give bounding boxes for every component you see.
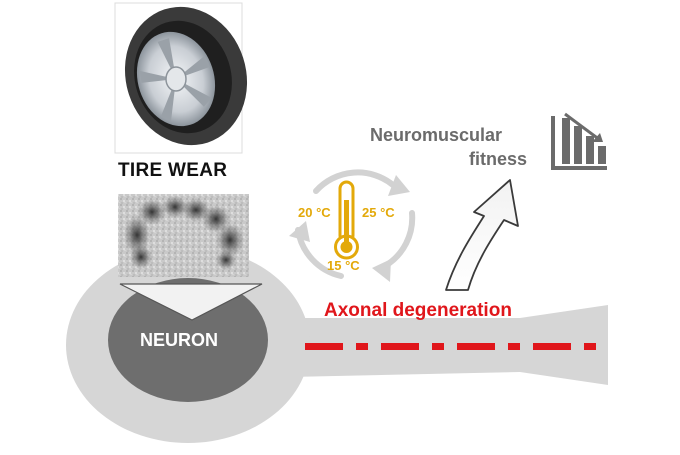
thermometer-icon	[334, 180, 359, 260]
axon-shape	[240, 305, 608, 385]
temperature-20-label: 20 °C	[298, 205, 331, 220]
declining-bar-chart-icon	[551, 112, 607, 170]
neuron-label: NEURON	[140, 330, 219, 350]
axonal-degeneration-line	[305, 343, 596, 350]
funnel-arrow	[119, 283, 263, 321]
temperature-25-label: 25 °C	[362, 205, 395, 220]
neuromuscular-label: Neuromuscular	[370, 125, 503, 145]
cycle-arrowheads	[289, 175, 410, 282]
temperature-15-label: 15 °C	[327, 258, 360, 273]
tire-wear-label: TIRE WEAR	[118, 160, 228, 181]
tire-wear-particles-image	[118, 194, 249, 277]
neuron-shape	[66, 247, 608, 443]
up-arrow-icon	[445, 179, 519, 291]
neuron-nucleus	[108, 278, 268, 402]
fitness-label: fitness	[469, 149, 528, 169]
tire-icon	[114, 2, 248, 154]
axonal-degeneration-label: Axonal degeneration	[324, 300, 512, 321]
